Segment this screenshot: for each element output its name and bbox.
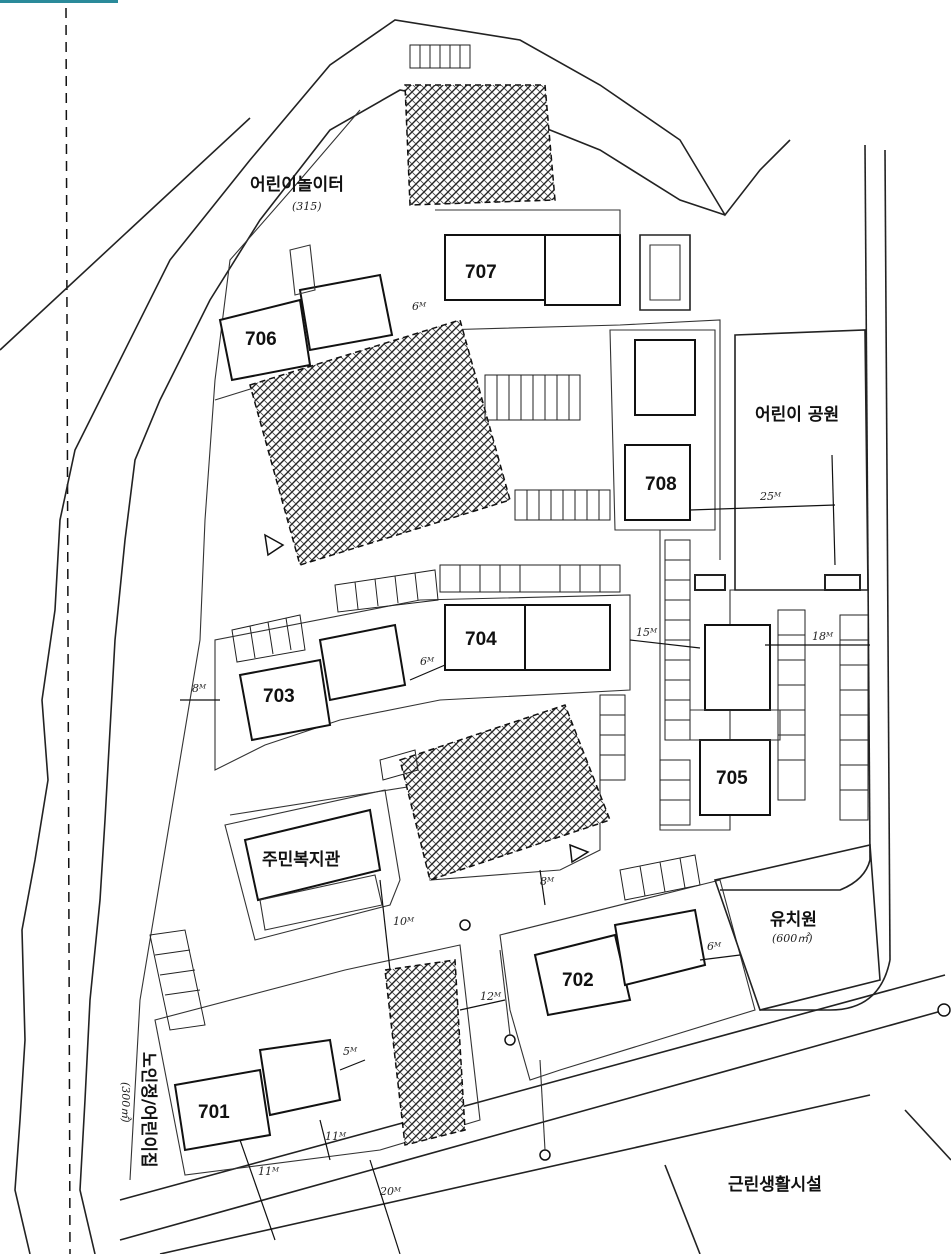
neighborhood-facility-label: 근린생활시설 [728, 1174, 822, 1195]
dim-15m-label: 15ᴹ [636, 626, 658, 639]
building-705-block [689, 624, 781, 816]
dim-20m-label: 20ᴹ [379, 1185, 402, 1198]
hatch-zone-bottom [384, 959, 466, 1146]
dim-10m-label: 10ᴹ [393, 915, 415, 928]
dim-6m-706-label: 6ᴹ [412, 300, 427, 313]
neighborhood-lot-right [904, 1109, 951, 1161]
dim-25m-label: 25ᴹ [759, 490, 782, 503]
building-701-label: 701 [198, 1102, 230, 1123]
building-706-block [218, 244, 394, 382]
dim-12m-label: 12ᴹ [480, 990, 502, 1003]
building-702-label: 702 [562, 970, 594, 991]
boundary-dashed-line [65, 7, 71, 1254]
building-708-label: 708 [645, 474, 677, 495]
childrens-park-label: 어린이 공원 [755, 405, 839, 425]
path-to-road-2 [499, 949, 511, 1036]
diagonal-line-top-left [0, 117, 251, 351]
playground-label: 어린이놀이터 [250, 175, 344, 195]
hatch-zone-south [399, 704, 611, 881]
neighborhood-lot-left [664, 1164, 701, 1254]
top-accent-bar [0, 0, 118, 3]
triangle-marker-south [569, 843, 590, 864]
dim-18m-label: 18ᴹ [812, 630, 834, 643]
building-707-label: 707 [465, 262, 497, 283]
building-703-block [238, 623, 407, 742]
west-road-loop [154, 944, 481, 1176]
building-704-label: 704 [465, 629, 497, 650]
welfare-block-outline [224, 789, 401, 941]
dim-5m-label: 5ᴹ [343, 1045, 358, 1058]
building-704-block [444, 604, 611, 671]
hatch-zone-north [404, 84, 556, 206]
senior-center-area-label: (300㎡) [119, 1082, 132, 1123]
senior-center-label: 노인정/어린이집 [138, 1052, 158, 1168]
dim-6m-702-label: 6ᴹ [707, 940, 722, 953]
playground-area-label: (315) [292, 200, 322, 213]
bottom-road-line-2 [119, 974, 946, 1201]
dimension-arrows [180, 454, 870, 1254]
playground-court [639, 234, 691, 311]
dim-6m-703-label: 6ᴹ [420, 655, 435, 668]
dim-8m-b-label: 8ᴹ [540, 875, 555, 888]
building-welfare-block [243, 808, 383, 931]
kindergarten-label: 유치원 [770, 910, 817, 930]
building-705-label: 705 [716, 768, 748, 789]
site-outer-boundary [14, 19, 791, 1254]
welfare-center-label: 주민복지관 [262, 850, 341, 870]
playground-court-inner [649, 244, 681, 301]
bottom-road-line-1 [119, 1009, 946, 1241]
building-707-block [435, 209, 621, 306]
road-node-center [539, 1149, 551, 1161]
road-inner-edge [129, 109, 361, 1181]
dim-11m-a-label: 11ᴹ [325, 1130, 347, 1143]
building-706-label: 706 [245, 329, 277, 350]
road-node-right [937, 1003, 951, 1017]
road-corner-right [720, 859, 871, 891]
right-road-curve [760, 959, 891, 1011]
building-708-block [609, 329, 716, 531]
childrens-park-outline [734, 329, 869, 591]
building-703-label: 703 [263, 686, 295, 707]
dim-8m-label: 8ᴹ [192, 682, 207, 695]
kindergarten-lot [713, 844, 881, 1011]
south-road-loop [499, 879, 756, 1081]
triangle-marker-north [264, 533, 285, 557]
building-701-block [173, 1038, 342, 1152]
internal-road-loop [214, 594, 631, 771]
right-road-line-2 [884, 149, 891, 961]
dim-11m-b-label: 11ᴹ [258, 1165, 280, 1178]
hatch-zone-central [249, 319, 511, 566]
road-node-mid [504, 1034, 516, 1046]
bottom-road-line-3 [159, 1094, 871, 1254]
internal-road-south [229, 720, 601, 881]
path-to-road-1 [539, 1059, 546, 1151]
kindergarten-area-label: (600㎡) [772, 932, 813, 945]
parking-stalls [149, 44, 869, 1031]
building-702-block [533, 908, 707, 1017]
road-node-upper [459, 919, 471, 931]
